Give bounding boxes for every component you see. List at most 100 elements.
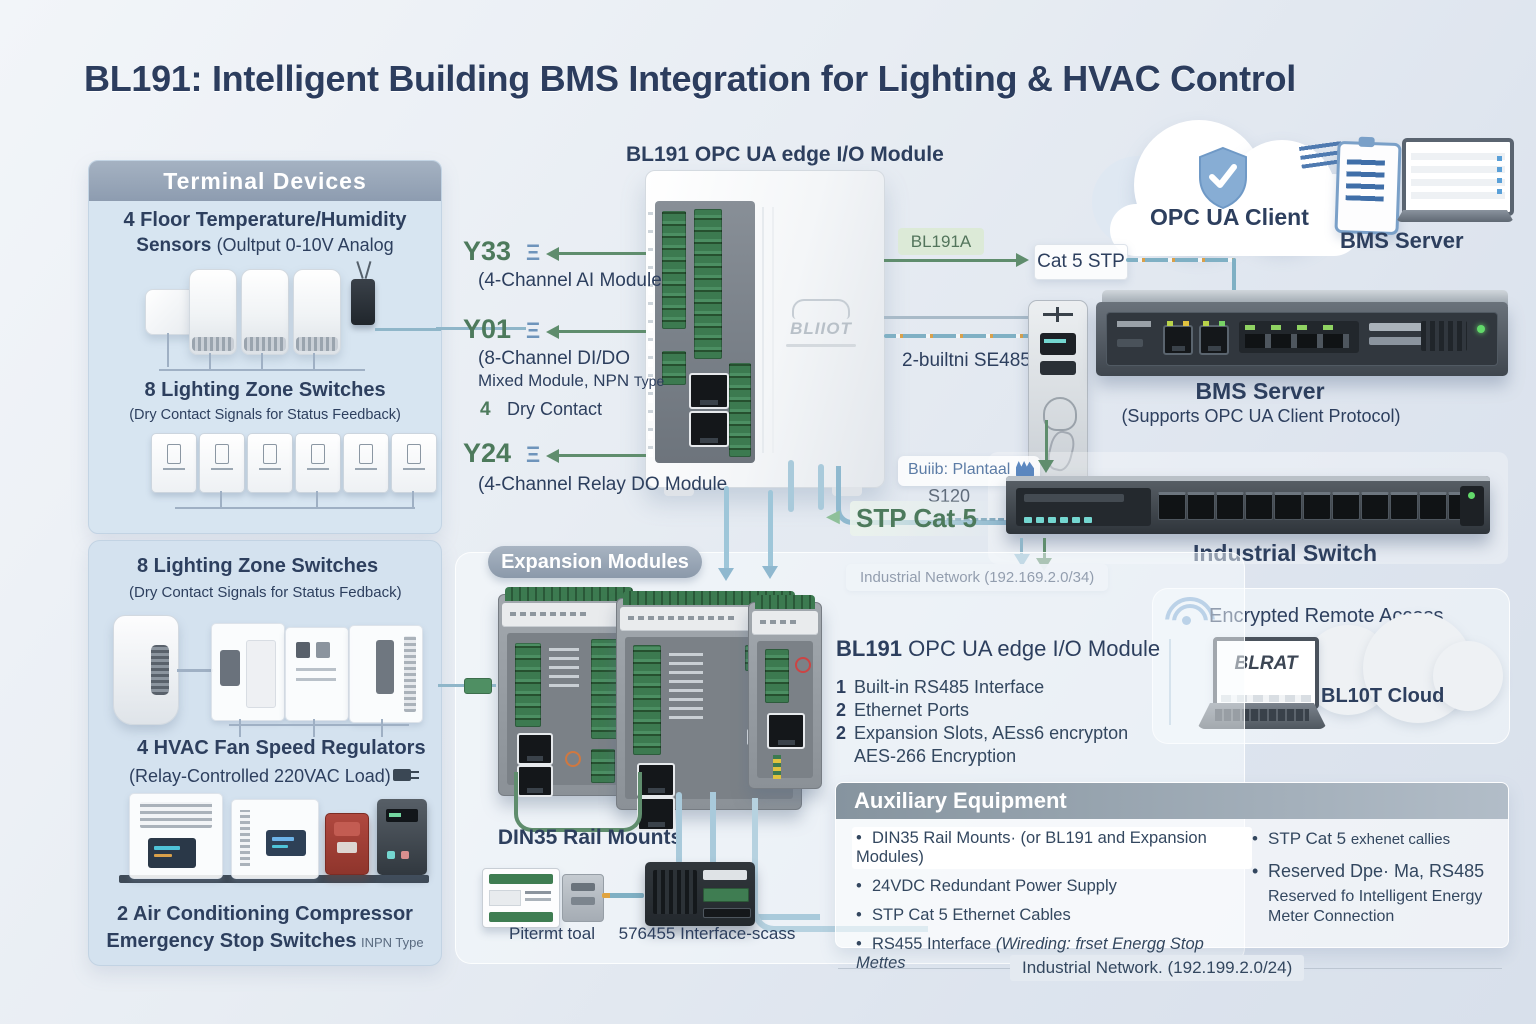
bl191-module-device: BLIIOT — [645, 170, 885, 496]
brand-text: BLIIOT — [790, 319, 852, 338]
bullet-glyph: • — [856, 906, 862, 924]
reset-ring — [795, 657, 811, 673]
estop-title-2-row: Emergency Stop Switches INPN Type — [89, 930, 441, 953]
light-switch-icon — [343, 433, 389, 493]
relay-module-icon — [211, 623, 285, 721]
humidity-sensor-icon — [241, 269, 289, 355]
y24-desc: (4-Channel Relay DO Module — [478, 474, 728, 495]
lighting-title-2: 8 Lighting Zone Switches — [137, 555, 379, 577]
module-label-lines — [669, 649, 703, 719]
document-icon — [1334, 136, 1402, 236]
footer-network-label: Industrial Network. (192.199.2.0/24) — [1010, 955, 1305, 981]
left-triangle-glyph: ◀ — [826, 506, 840, 526]
sensor-wire — [167, 333, 169, 367]
aux-item: •STP Cat 5 exhenet callies — [1248, 827, 1498, 851]
hvac-title: 4 HVAC Fan Speed Regulators — [137, 737, 426, 759]
ethernet-port-icon — [689, 373, 729, 409]
gateway-mark — [1056, 307, 1059, 322]
y01-wire — [558, 330, 646, 333]
arrow-left — [546, 247, 559, 261]
rack-port-group — [1239, 321, 1359, 353]
spec-num: 2 — [836, 723, 847, 743]
aux-header: Auxiliary Equipment — [836, 783, 1508, 819]
specs-heading-rest: OPC UA edge I/O Module — [902, 636, 1161, 661]
relay-module-icon — [349, 625, 423, 723]
rack-rj45 — [1163, 321, 1193, 355]
blue-pipe-v — [788, 460, 794, 512]
fan-regulator-icon — [129, 793, 223, 879]
y01-desc-2-small: Type — [633, 373, 665, 389]
ethernet-port-icon — [689, 411, 729, 447]
estop-box-icon — [325, 813, 369, 875]
plug-prong — [411, 777, 419, 779]
gateway-screen — [1040, 333, 1076, 355]
switch-wire — [316, 491, 318, 507]
estop-title-1: 2 Air Conditioning Compressor — [117, 903, 413, 925]
terminal-block — [591, 749, 615, 783]
switch-top-edge — [1006, 476, 1490, 481]
din-rail-label: DIN35 Rail Mounts — [497, 826, 683, 849]
module-heading: BL191 OPC UA edge I/O Module — [626, 143, 944, 166]
switch-left-zone — [1016, 488, 1151, 526]
dry-contact-row: 4 Dry Contact — [480, 399, 602, 421]
probe-antenna — [364, 261, 372, 279]
y33-desc: (4-Channel AI Module — [478, 270, 662, 291]
cloud-base — [1110, 204, 1360, 256]
auxiliary-equipment-box: Auxiliary Equipment •DIN35 Rail Mounts· … — [835, 782, 1509, 972]
specs-heading: BL191 OPC UA edge I/O Module — [836, 636, 1166, 662]
teal-drop-pipe — [768, 490, 773, 570]
rs485-cable — [884, 334, 1030, 338]
arrow-right — [1016, 253, 1029, 267]
bms-server-top-label: BMS Server — [1340, 228, 1464, 253]
port-label-y33: Y33 — [463, 236, 512, 266]
din-rail — [119, 875, 429, 883]
page-title: BL191: Intelligent Building BMS Integrat… — [84, 58, 1296, 99]
meter-cable — [602, 893, 644, 898]
module-label-lines — [549, 647, 579, 687]
rack-vent-slot — [1369, 337, 1425, 345]
sensor-output-wire — [375, 328, 441, 331]
spec-item: 2 Expansion Slots, AEss6 encrypton — [836, 722, 1166, 745]
device1-label: Pitermt toal — [509, 924, 595, 943]
y33-wire — [558, 252, 646, 255]
module-ridge — [772, 207, 774, 453]
aux-item-text: STP Cat 5 — [1268, 829, 1351, 848]
rs485-label: 2-builtni SE485 — [902, 350, 1031, 371]
gateway-screen — [1040, 361, 1076, 375]
rack-slot — [1117, 339, 1143, 347]
aux-left-column: •DIN35 Rail Mounts· (or BL191 and Expans… — [852, 827, 1252, 975]
port-label-y24: Y24 — [463, 438, 512, 468]
ethernet-port-icon — [517, 733, 553, 765]
spec-text: Built-in RS485 Interface — [854, 677, 1045, 697]
arrow-down-teal — [762, 566, 778, 579]
rack-vent-slot — [1369, 323, 1425, 331]
arrow-left — [546, 325, 559, 339]
humidifier-grille — [151, 645, 169, 695]
appliance-wire — [381, 719, 383, 737]
connector-glyph: Ξ — [526, 240, 541, 265]
bms-rack-subtitle: (Supports OPC UA Client Protocol) — [1121, 406, 1401, 426]
module-foot — [664, 487, 694, 496]
cat5-cable-drop — [1232, 258, 1236, 300]
bms-rack-title: BMS Server — [1195, 378, 1325, 404]
aux-right-column: •STP Cat 5 exhenet callies •Reserved Dpe… — [1248, 827, 1498, 926]
terminal-block — [765, 649, 789, 703]
switch-port-row — [1158, 492, 1476, 520]
dry-contact-num: 4 — [480, 399, 491, 420]
module-brand: BLIIOT — [768, 299, 874, 347]
aux-item-text: Reserved Dpe· Ma, RS485 — [1268, 861, 1485, 881]
terminal-devices-header: Terminal Devices — [89, 161, 441, 201]
spec-text: Expansion Slots, AEss6 encrypton — [854, 723, 1129, 743]
rs485-wire — [884, 316, 1030, 319]
connector-glyph: Ξ — [526, 442, 541, 467]
sensor-wire — [261, 353, 263, 369]
energy-meter-icon — [482, 868, 560, 928]
light-switch-icon — [247, 433, 293, 493]
device2-label: 576455 Interface-scass — [618, 924, 796, 943]
green-drop-wire — [1043, 538, 1046, 560]
vent-grid — [653, 870, 697, 914]
aux-item-sub: Reserved fo Intelligent Energy — [1268, 888, 1483, 905]
